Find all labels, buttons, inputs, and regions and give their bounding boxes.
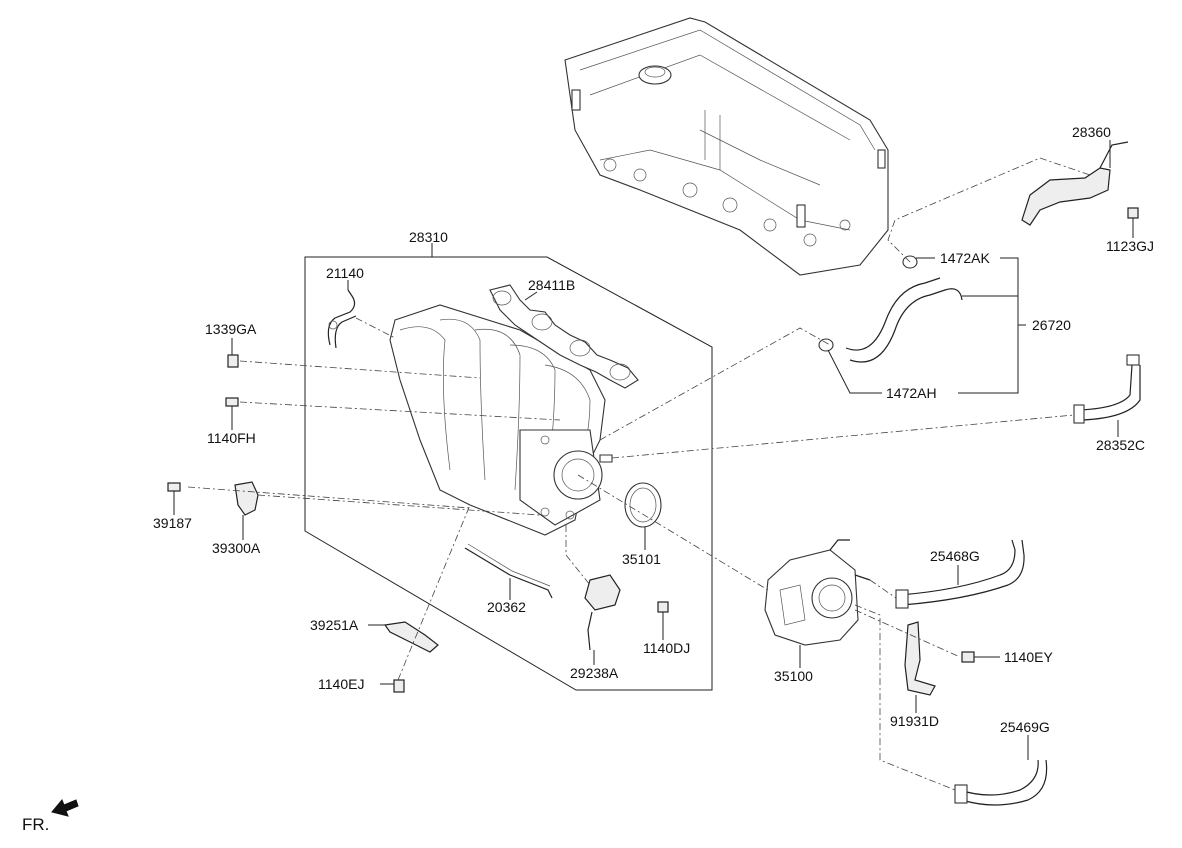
bolt-1140ej: [393, 679, 405, 693]
manifold-assembly-frame: [304, 256, 713, 691]
gasket-35101: [624, 482, 662, 528]
label-1123gj: 1123GJ: [1106, 238, 1154, 254]
nut-1339ga: [227, 354, 239, 368]
label-28360: 28360: [1072, 124, 1111, 140]
bolt-1140fh: [225, 397, 239, 420]
front-indicator: FR.: [22, 799, 79, 834]
hose-21140: [327, 289, 357, 349]
cylinder-head: [564, 17, 889, 276]
label-39187: 39187: [153, 515, 192, 531]
bolt-39187: [167, 482, 181, 505]
hose-25469g: [954, 759, 1048, 806]
label-1472ah: 1472AH: [886, 385, 937, 401]
label-25468g: 25468G: [930, 548, 980, 564]
part-labels: 28310 21140 28411B 1339GA 1140FH 39187 3…: [153, 124, 1154, 735]
bracket-91931d: [904, 621, 936, 696]
gasket-28411b: [489, 284, 639, 389]
label-1339ga: 1339GA: [205, 321, 257, 337]
hose-26720: [818, 255, 963, 363]
label-1140fh: 1140FH: [207, 430, 256, 446]
leader-lines: [173, 140, 1134, 760]
hose-25468g: [895, 539, 1025, 609]
rod-20362: [464, 543, 553, 599]
label-1140dj: 1140DJ: [643, 640, 690, 656]
sensor-39300a: [234, 481, 259, 516]
label-35101: 35101: [622, 551, 661, 567]
front-arrow-icon: [51, 799, 79, 817]
label-21140: 21140: [326, 265, 364, 281]
label-1140ey: 1140EY: [1004, 649, 1053, 665]
reference-lines: [187, 157, 1091, 791]
hose-28352c: [1073, 354, 1141, 424]
label-39251a: 39251A: [310, 617, 359, 633]
label-91931d: 91931D: [890, 713, 939, 729]
actuator-29238a: [584, 574, 621, 651]
label-28411b: 28411B: [528, 277, 575, 293]
label-20362: 20362: [487, 599, 526, 615]
bracket-39251a: [383, 621, 439, 653]
bolt-1123gj: [1127, 207, 1139, 219]
label-35100: 35100: [774, 668, 813, 684]
bracket-28360: [1021, 141, 1129, 226]
throttle-body-35100: [764, 539, 871, 646]
label-29238a: 29238A: [570, 665, 619, 681]
bolt-1140dj: [657, 601, 669, 613]
label-1472ak: 1472AK: [940, 250, 990, 266]
label-39300a: 39300A: [212, 540, 261, 556]
label-28352c: 28352C: [1096, 437, 1145, 453]
label-1140ej: 1140EJ: [318, 676, 364, 692]
bolt-1140ey: [961, 651, 975, 663]
label-28310: 28310: [409, 229, 448, 245]
label-25469g: 25469G: [1000, 719, 1050, 735]
label-26720: 26720: [1032, 317, 1071, 333]
front-indicator-label: FR.: [22, 815, 49, 834]
